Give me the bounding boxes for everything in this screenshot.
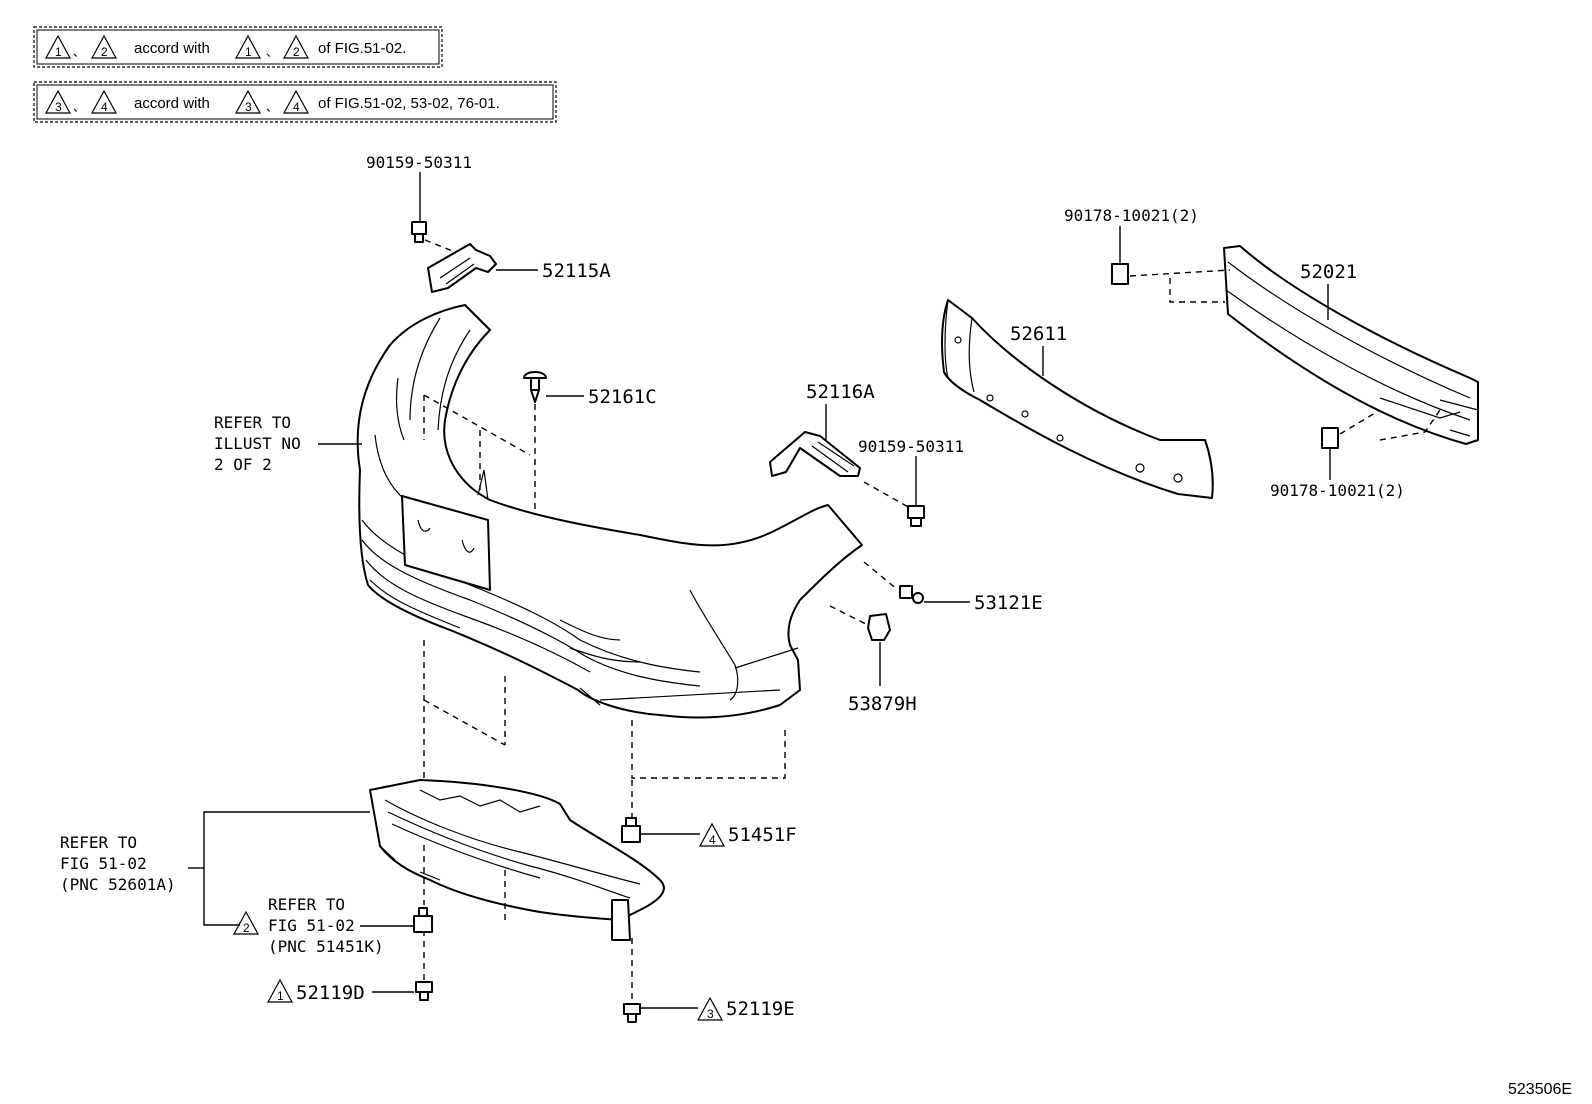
- separator: 、: [266, 45, 278, 59]
- part-51451F[interactable]: 51451F: [728, 824, 797, 846]
- part-90159-50311-mid[interactable]: 90159-50311: [858, 437, 964, 456]
- separator: 、: [266, 100, 278, 114]
- note-box-2: 3 、 4 accord with 3 、 4 of FIG.51-02, 53…: [33, 81, 557, 123]
- triangle-icon: 3: [44, 89, 72, 114]
- part-52119D[interactable]: 52119D: [296, 982, 365, 1004]
- part-52611[interactable]: 52611: [1010, 323, 1067, 345]
- triangle-icon: 4: [698, 822, 726, 847]
- part-52116A[interactable]: 52116A: [806, 381, 875, 403]
- triangle-icon: 4: [282, 89, 310, 114]
- triangle-icon: 2: [282, 34, 310, 59]
- refer-fig-b-line3: (PNC 51451K): [268, 937, 384, 956]
- note-text: of FIG.51-02.: [318, 40, 406, 57]
- separator: 、: [73, 100, 85, 114]
- note-box-1: 1 、 2 accord with 1 、 2 of FIG.51-02.: [33, 26, 443, 68]
- reinforcement-52021: [1223, 245, 1479, 445]
- triangle-icon: 4: [90, 89, 118, 114]
- svg-text:2: 2: [243, 921, 250, 935]
- clip-51451K: [413, 907, 433, 933]
- svg-text:4: 4: [709, 833, 716, 847]
- note-text: accord with: [134, 95, 210, 112]
- triangle-icon: 1: [44, 34, 72, 59]
- triangle-icon: 1: [234, 34, 262, 59]
- triangle-icon: 2: [90, 34, 118, 59]
- part-52119E[interactable]: 52119E: [726, 998, 795, 1020]
- clip-52161C: [523, 371, 547, 403]
- part-52161C[interactable]: 52161C: [588, 386, 657, 408]
- bumper-cover: [356, 304, 863, 719]
- svg-text:2: 2: [101, 45, 108, 59]
- refer-illust-line2: ILLUST NO: [214, 434, 301, 453]
- part-53121E[interactable]: 53121E: [974, 592, 1043, 614]
- svg-text:3: 3: [707, 1007, 714, 1021]
- note-text: of FIG.51-02, 53-02, 76-01.: [318, 95, 500, 112]
- triangle-icon: 1: [266, 978, 294, 1003]
- refer-illust-line1: REFER TO: [214, 413, 291, 432]
- triangle-icon: 2: [232, 910, 260, 935]
- svg-text:3: 3: [55, 100, 62, 114]
- svg-text:4: 4: [101, 100, 108, 114]
- refer-fig-b-line2: FIG 51-02: [268, 916, 355, 935]
- svg-text:1: 1: [277, 989, 284, 1003]
- absorber-52611: [940, 299, 1214, 499]
- bracket-52115A: [427, 243, 497, 293]
- bolt-icon: [411, 221, 427, 243]
- part-53879H[interactable]: 53879H: [848, 693, 917, 715]
- part-90159-50311-top[interactable]: 90159-50311: [366, 153, 472, 172]
- clip-51451F: [621, 817, 641, 843]
- bolt-icon: [907, 505, 925, 527]
- refer-fig-a-line2: FIG 51-02: [60, 854, 147, 873]
- part-52115A[interactable]: 52115A: [542, 260, 611, 282]
- part-90178-10021-bottom[interactable]: 90178-10021(2): [1270, 481, 1405, 500]
- bolt-icon: [415, 981, 433, 1001]
- part-90178-10021-top[interactable]: 90178-10021(2): [1064, 206, 1199, 225]
- svg-text:3: 3: [245, 100, 252, 114]
- triangle-icon: 3: [234, 89, 262, 114]
- bolt-icon: [623, 1003, 641, 1023]
- nut-icon: [1111, 263, 1129, 285]
- refer-fig-a-line3: (PNC 52601A): [60, 875, 176, 894]
- svg-text:1: 1: [55, 45, 62, 59]
- svg-text:1: 1: [245, 45, 252, 59]
- figure-id: 523506E: [1508, 1081, 1572, 1098]
- part-52021[interactable]: 52021: [1300, 261, 1357, 283]
- triangle-icon: 3: [696, 996, 724, 1021]
- bracket-52116A: [769, 431, 861, 477]
- nut-icon: [1321, 427, 1339, 449]
- note-text: accord with: [134, 40, 210, 57]
- clip-53121E: [899, 585, 924, 604]
- separator: 、: [73, 45, 85, 59]
- refer-fig-b-line1: REFER TO: [268, 895, 345, 914]
- under-cover: [369, 779, 665, 941]
- retainer-53879H: [867, 613, 891, 641]
- refer-illust-line3: 2 OF 2: [214, 455, 272, 474]
- refer-fig-a-line1: REFER TO: [60, 833, 137, 852]
- svg-text:2: 2: [293, 45, 300, 59]
- svg-text:4: 4: [293, 100, 300, 114]
